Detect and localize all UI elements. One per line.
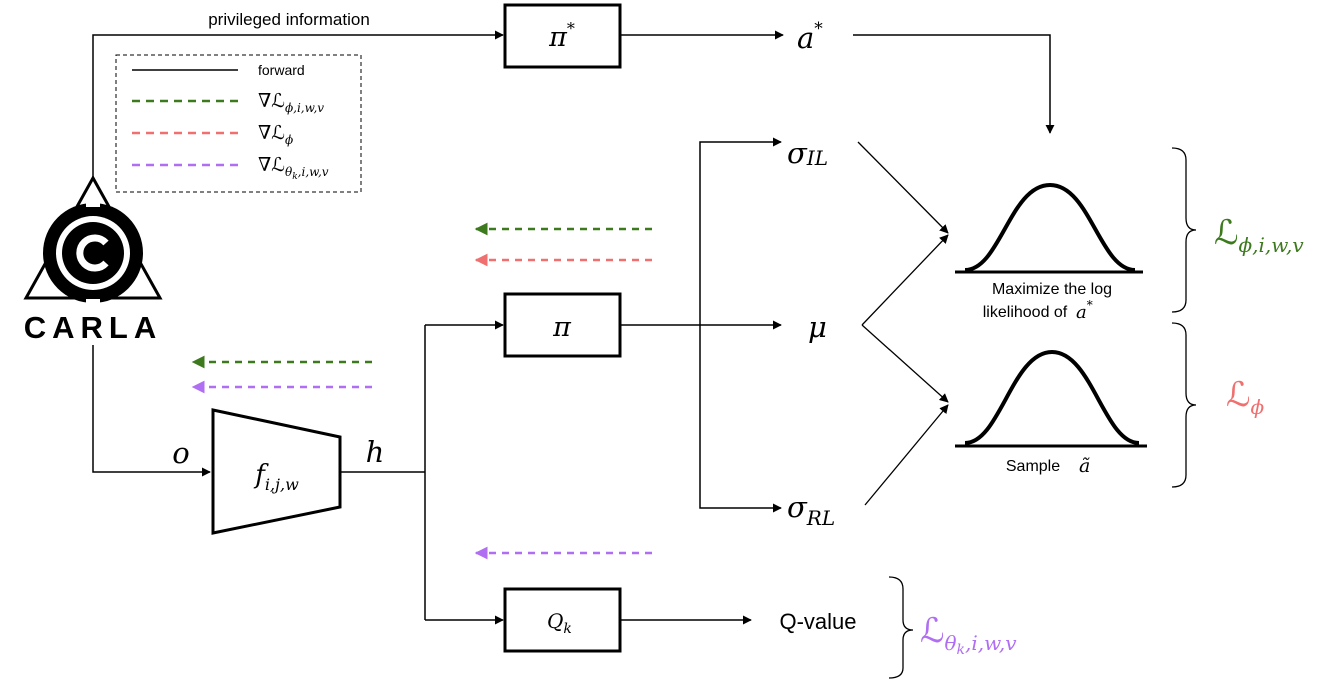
encoder-trapezoid (211, 408, 342, 535)
logo-notch-top (86, 199, 100, 207)
logo-core (62, 222, 124, 284)
carla-logo-icon (23, 174, 163, 307)
brace-imitation (1171, 147, 1197, 313)
arrow-privileged-to-expert (92, 30, 504, 180)
logo-c-glyph (76, 234, 109, 272)
policy-label: π (552, 312, 572, 343)
arrow-sigma-rl-to-bottom-gaussian (864, 404, 949, 506)
gaussian-bottom: Sample ã (955, 349, 1147, 477)
latent-label: h (366, 435, 385, 469)
encoder-label: fi,j,w (253, 460, 299, 494)
policy-box (503, 292, 622, 358)
arrow-policy-to-sigma-il (699, 137, 782, 325)
expert-action-label: a* (797, 19, 823, 55)
arrow-mean-to-top-gaussian (861, 234, 949, 326)
loss-critic: ℒθk,i,w,v (920, 611, 1017, 658)
gaussian-bottom-caption: Sample (1006, 458, 1060, 475)
gaussian-bottom-caption-var: ã (1079, 455, 1090, 477)
arrow-observation-to-encoder (92, 345, 211, 477)
arrow-action-to-likelihood (853, 34, 1055, 134)
brace-critic (888, 576, 914, 679)
sigma-il-label: σIL (787, 136, 828, 170)
logo-notch-bottom (86, 299, 100, 307)
legend-grad-theta-k: ∇ℒθk,i,w,v (258, 154, 329, 182)
critic-box (503, 587, 622, 653)
gaussian-bottom-curve (964, 349, 1140, 445)
arrow-sigma-il-to-top-gaussian (857, 141, 949, 234)
gaussian-top-curve (964, 182, 1136, 272)
sigma-rl-label: σRL (787, 490, 835, 530)
gaussian-top-caption-1: Maximize the log (992, 281, 1112, 298)
logo-wordmark: CARLA (24, 310, 163, 345)
legend-grad-phi-iwv: ∇ℒϕ,i,w,v (258, 90, 324, 115)
legend-forward-label: forward (258, 62, 305, 78)
expert-policy-label: π* (548, 19, 575, 53)
gaussian-top-caption-var: a* (1076, 298, 1093, 323)
expert-policy-box (503, 3, 622, 69)
brace-rl (1171, 322, 1197, 488)
qvalue-label: Q-value (779, 609, 856, 634)
arrow-policy-to-sigma-rl (699, 325, 782, 513)
gaussian-top: Maximize the log likelihood of a* (955, 182, 1143, 323)
gaussian-top-caption-2: likelihood of (983, 304, 1068, 321)
legend-frame (115, 54, 362, 193)
critic-label: Qk (547, 609, 572, 637)
legend: forward ∇ℒϕ,i,w,v ∇ℒϕ ∇ℒθk,i,w,v (115, 54, 362, 193)
loss-rl: ℒϕ (1226, 375, 1265, 419)
arrow-mean-to-bottom-gaussian (861, 324, 949, 403)
observation-label: o (172, 436, 189, 470)
mean-label: μ (808, 310, 827, 344)
legend-grad-phi: ∇ℒϕ (258, 122, 293, 147)
loss-imitation: ℒϕ,i,w,v (1214, 213, 1304, 257)
privileged-information-label: privileged information (208, 10, 370, 29)
